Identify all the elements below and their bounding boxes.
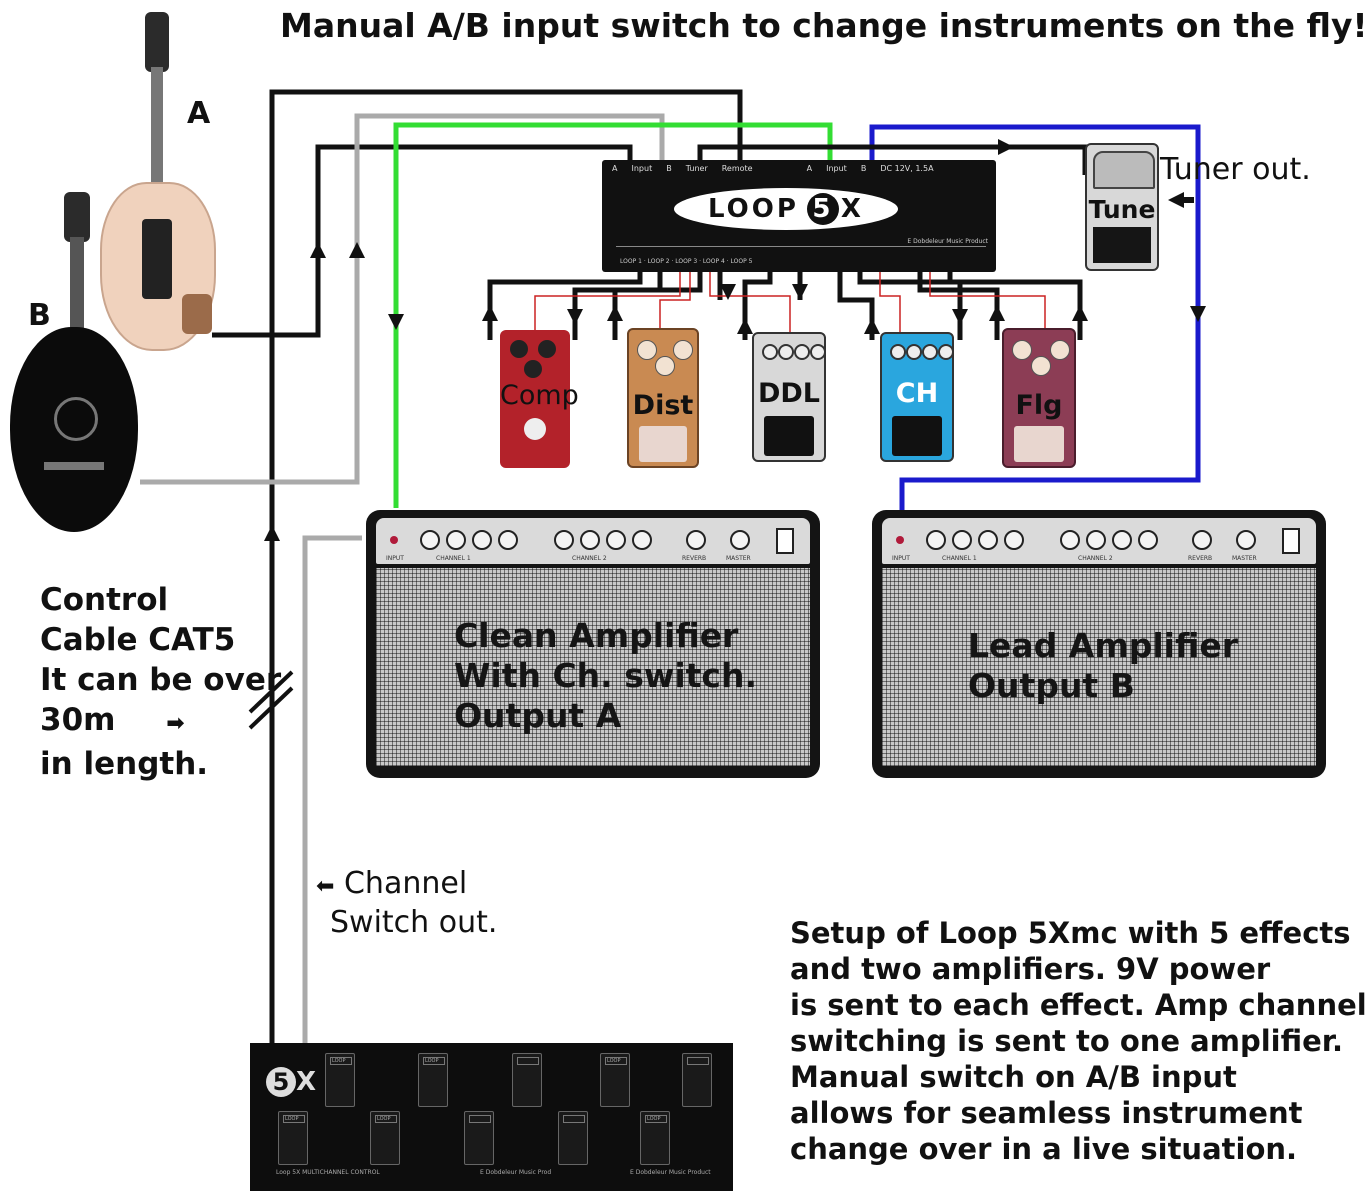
guitar-b-label: B [28,298,51,333]
controller-switch-bottom-5: LOOP [640,1111,670,1165]
channel-switch-cable [302,535,362,1045]
amp-clean-input-jack [390,536,398,544]
controller-footer-right: E Dobdeleur Music Product [630,1169,711,1176]
amp-lead-control-panel: INPUT CHANNEL 1 CHANNEL 2 REVERB MASTER [882,518,1316,564]
pedal-comp: Comp [500,330,579,468]
amp-lead: INPUT CHANNEL 1 CHANNEL 2 REVERB MASTER … [872,510,1326,778]
amp-clean-grille: Clean Amplifier With Ch. switch. Output … [376,568,810,766]
amp-clean-power-switch [776,528,794,554]
pedal-flg-label: Flg [1015,390,1063,421]
tuner-out-caption: Tuner out. [1160,152,1311,187]
controller-switch-top-5 [682,1053,712,1107]
amp-lead-input-jack [896,536,904,544]
effect-loop-cables [487,270,1083,340]
guitar-b-soundhole [54,397,98,441]
controller-switch-top-1: LOOP [325,1053,355,1107]
guitar-b-bridge [44,462,104,470]
pedal-comp-switch [524,418,546,440]
guitar-b-neck [70,237,84,352]
setup-description: Setup of Loop 5Xmc with 5 effects and tw… [790,916,1367,1166]
guitar-a-label: A [187,96,211,131]
controller-switch-top-3 [512,1053,542,1107]
controller-switch-bottom-3 [464,1111,494,1165]
guitar-a-pickguard [142,219,172,299]
controller-switch-bottom-4 [558,1111,588,1165]
pedal-dist: Dist [627,328,699,468]
tuner-meter [1093,151,1155,189]
guitar-a-cable [212,144,633,338]
guitar-a-headstock [145,12,169,72]
output-b-cable [869,124,1201,540]
amp-clean: INPUT CHANNEL 1 CHANNEL 2 REVERB MASTER … [366,510,820,778]
pedal-dist-label: Dist [632,390,694,421]
pedal-ddl-label: DDL [757,378,821,409]
left-arrow-icon: ⬅ [316,874,335,899]
tuner-footswitch [1093,227,1151,263]
guitar-a-body [100,182,216,351]
tuner-pedal: Tune [1085,143,1159,271]
controller-switch-bottom-2: LOOP [370,1111,400,1165]
control-cable-note: Control Cable CAT5 It can be over 30m ➡ … [40,582,282,782]
right-arrow-icon: ➡ [166,711,185,736]
controller-switch-top-4: LOOP [600,1053,630,1107]
controller-footer-left: Loop 5X MULTICHANNEL CONTROL [276,1169,380,1176]
guitar-a-tail [182,294,212,334]
cable-break-marks [248,670,294,730]
pedal-flg: Flg [1002,328,1076,468]
amp-clean-control-panel: INPUT CHANNEL 1 CHANNEL 2 REVERB MASTER [376,518,810,564]
controller-switch-top-2: LOOP [418,1053,448,1107]
guitar-a [95,12,225,352]
flow-arrows [264,139,1194,541]
amp-lead-label: Lead Amplifier Output B [968,626,1239,705]
amp-lead-power-switch [1282,528,1300,554]
pedal-ch-label: CH [895,378,939,409]
guitar-b-body [10,327,138,532]
controller-switch-bottom-1: LOOP [278,1111,308,1165]
controller-footer-mid: E Dobdeleur Music Prod [480,1169,552,1176]
cable-wiring [140,89,1206,1045]
loop-unit-loop-labels: LOOP 1 · LOOP 2 · LOOP 3 · LOOP 4 · LOOP… [620,258,753,265]
tuner-label: Tune [1088,195,1156,224]
guitar-b-headstock [64,192,90,242]
channel-switch-note: ⬅ Channel Switch out. [316,866,498,940]
guitar-b-cable [140,113,665,485]
guitar-a-neck [151,67,163,197]
amp-clean-label: Clean Amplifier With Ch. switch. Output … [454,616,758,735]
loop-unit-maker: E Dobdeleur Music Product [907,238,988,245]
pedal-comp-label: Comp [500,380,579,411]
guitar-b [10,192,150,532]
pedal-ch: CH [880,332,954,462]
amp-lead-grille: Lead Amplifier Output B [882,568,1316,766]
loop-unit-strip [616,246,986,257]
pedal-ddl: DDL [752,332,826,462]
diagram-title: Manual A/B input switch to change instru… [280,6,1368,45]
power-cables [534,270,1046,335]
